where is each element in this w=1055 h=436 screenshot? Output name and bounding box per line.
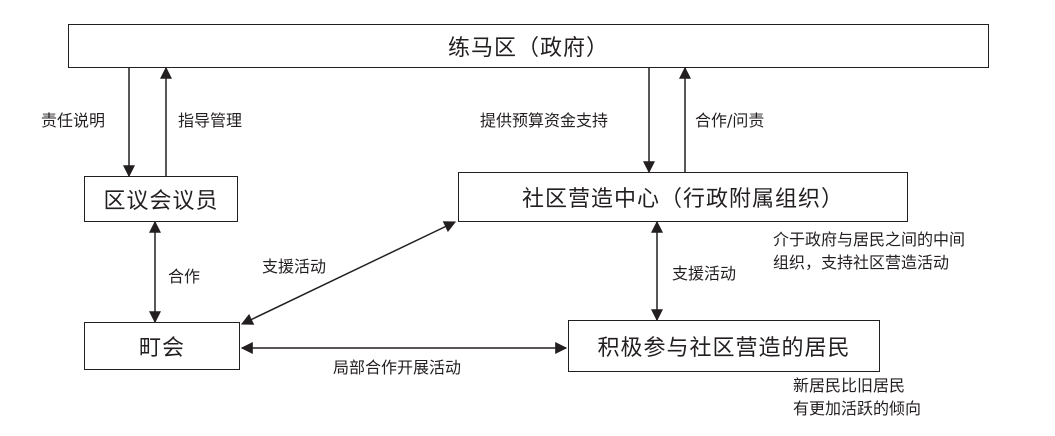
note-center-line1: 介于政府与居民之间的中间 — [773, 230, 966, 249]
node-chonaikai: 町会 — [84, 322, 240, 370]
note-center: 介于政府与居民之间的中间 组织，支持社区营造活动 — [773, 228, 965, 274]
edge-label-support-right: 支援活动 — [672, 264, 737, 283]
node-council-label: 区议会议员 — [103, 189, 219, 214]
edge-label-budget: 提供预算资金支持 — [480, 111, 609, 130]
edge-label-cooperation: 合作 — [168, 267, 201, 286]
edge-label-partial: 局部合作开展活动 — [333, 358, 462, 377]
node-council: 区议会议员 — [84, 176, 238, 222]
node-government: 练马区（政府） — [68, 24, 989, 68]
node-chonaikai-label: 町会 — [138, 336, 185, 361]
note-center-line2: 组织，支持社区营造活动 — [773, 253, 950, 273]
node-residents-label: 积极参与社区营造的居民 — [597, 336, 851, 361]
edge-label-responsibility: 责任说明 — [41, 111, 106, 130]
note-residents: 新居民比旧居民 有更加活跃的倾向 — [793, 374, 921, 420]
node-residents: 积极参与社区营造的居民 — [568, 320, 880, 372]
edge-label-guidance: 指导管理 — [178, 111, 243, 130]
edge-label-support-left: 支援活动 — [262, 257, 327, 276]
edge-label-accountability: 合作/问责 — [695, 111, 765, 130]
note-residents-line1: 新居民比旧居民 — [793, 376, 906, 395]
node-center: 社区营造中心（行政附属组织） — [458, 172, 908, 222]
note-residents-line2: 有更加活跃的倾向 — [793, 399, 922, 419]
node-center-label: 社区营造中心（行政附属组织） — [521, 187, 844, 212]
arrow-chonaikai-center — [240, 221, 457, 325]
node-government-label: 练马区（政府） — [447, 36, 609, 61]
